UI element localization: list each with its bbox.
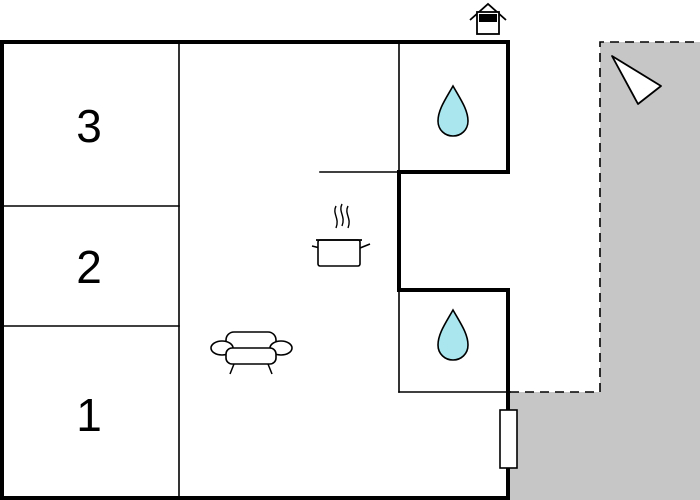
terrace-area — [510, 42, 700, 500]
terrace-dashed-outline — [510, 41, 700, 393]
room-label-2: 2 — [76, 241, 102, 293]
water-drop-icon — [437, 84, 469, 137]
cooking-pot-icon — [311, 203, 371, 267]
sofa-icon — [210, 331, 293, 375]
room-label-3: 3 — [76, 100, 102, 152]
north-arrow-icon — [611, 55, 662, 105]
room-label-1: 1 — [76, 389, 102, 441]
house-entrance-icon — [469, 2, 507, 35]
door-icon — [499, 409, 518, 469]
water-drop-icon — [437, 308, 469, 361]
